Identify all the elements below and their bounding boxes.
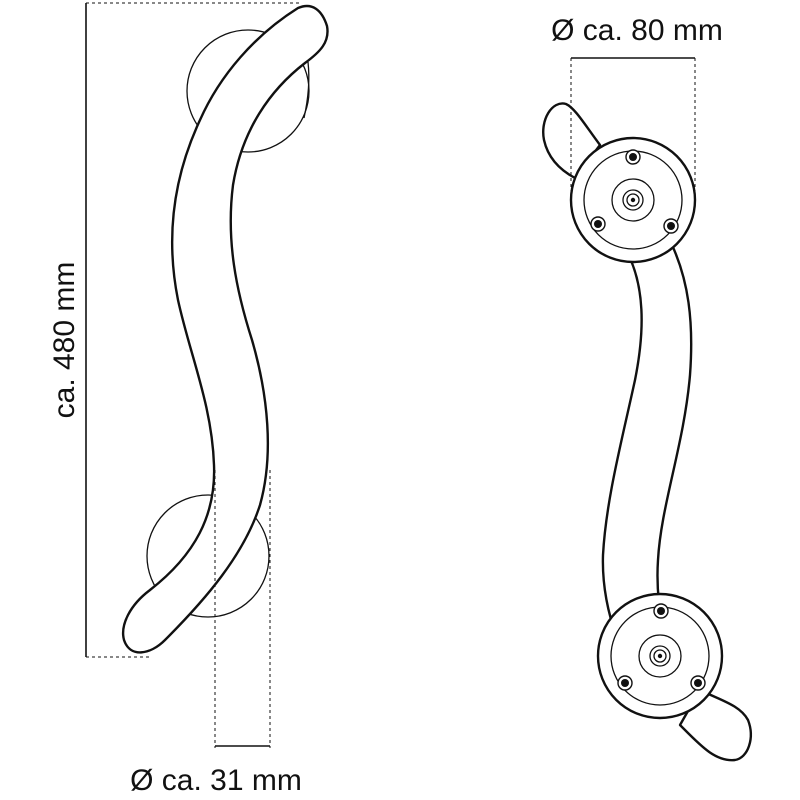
front-view: Ø ca. 80 mm — [542, 14, 752, 762]
bottom-rosette-screw-1 — [657, 607, 665, 615]
bottom-rosette — [596, 592, 724, 720]
s-shaped-bar-front — [601, 243, 693, 642]
top-wall-rosette — [186, 29, 310, 153]
top-rosette-center-ring — [611, 178, 655, 222]
bottom-rosette-center-boss — [649, 645, 671, 667]
s-shaped-bar-side — [121, 4, 329, 654]
top-rosette-screw-2 — [594, 220, 602, 228]
length-label: ca. 480 mm — [48, 262, 81, 419]
bottom-rosette-center-inner — [653, 649, 667, 663]
bottom-rosette-center-ring — [638, 634, 682, 678]
bottom-rosette-screw-3 — [694, 679, 702, 687]
top-rosette-screw-1 — [629, 153, 637, 161]
side-view: ca. 480 mm Ø ca. 31 mm — [48, 2, 329, 797]
bottom-rosette-center-dot — [657, 653, 663, 659]
top-rosette-center-dot — [630, 197, 636, 203]
rosette-diameter-label: Ø ca. 80 mm — [551, 14, 723, 47]
bar-diameter-label: Ø ca. 31 mm — [130, 764, 302, 797]
top-rosette — [569, 136, 697, 264]
top-rosette-center-inner — [626, 193, 640, 207]
bottom-wall-rosette — [146, 494, 270, 618]
bottom-rosette-screw-2 — [621, 679, 629, 687]
top-rosette-center-boss — [622, 189, 644, 211]
top-rosette-screw-3 — [667, 222, 675, 230]
top-rosette-edge — [303, 61, 310, 119]
bottom-bar-tip — [678, 688, 752, 762]
